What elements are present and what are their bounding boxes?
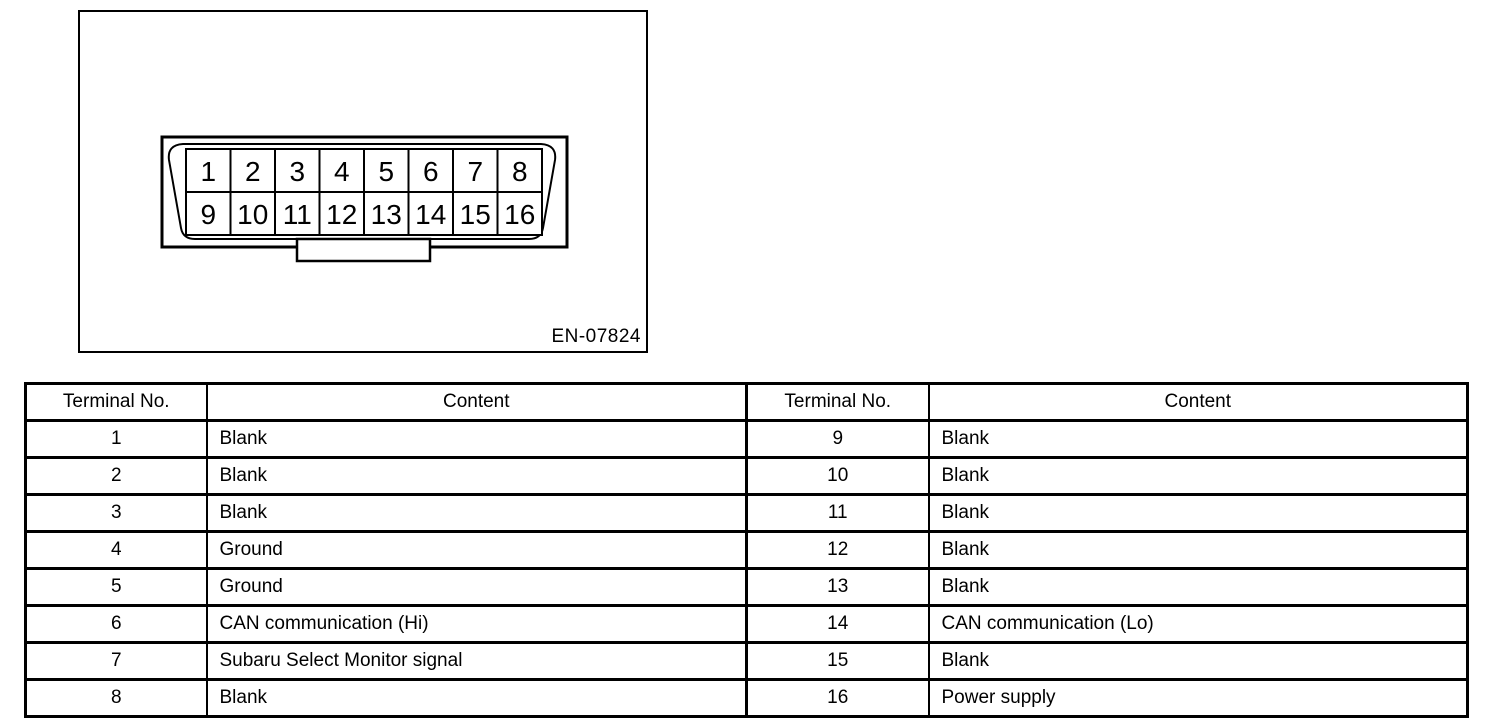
- terminal-no-cell: 2: [24, 456, 208, 496]
- figure-reference-label: EN-07824: [551, 326, 641, 347]
- content-cell: Blank: [927, 493, 1469, 533]
- header-terminal-no-right: Terminal No.: [745, 382, 930, 422]
- pin-number: 9: [200, 199, 216, 230]
- terminal-no-cell: 9: [745, 419, 930, 459]
- terminal-no-cell: 7: [24, 641, 208, 681]
- terminal-no-cell: 6: [24, 604, 208, 644]
- content-cell: Power supply: [927, 678, 1469, 718]
- header-content-right: Content: [927, 382, 1469, 422]
- connector-bottom-tab: [295, 237, 432, 263]
- content-cell: Blank: [205, 419, 748, 459]
- pin-number: 3: [289, 156, 305, 187]
- content-cell: Blank: [927, 567, 1469, 607]
- terminal-no-cell: 13: [745, 567, 930, 607]
- pin-number: 5: [378, 156, 394, 187]
- terminal-no-cell: 14: [745, 604, 930, 644]
- content-cell: Blank: [927, 641, 1469, 681]
- terminal-no-cell: 5: [24, 567, 208, 607]
- pin-cell: [363, 191, 410, 236]
- content-cell: Blank: [205, 493, 748, 533]
- pin-cell: [185, 148, 232, 193]
- pin-number: 6: [423, 156, 439, 187]
- terminal-no-cell: 1: [24, 419, 208, 459]
- header-terminal-no-left: Terminal No.: [24, 382, 208, 422]
- pin-cell: [229, 191, 276, 236]
- connector-d-shell: [167, 143, 557, 240]
- pin-number: 14: [415, 199, 446, 230]
- terminal-no-cell: 8: [24, 678, 208, 718]
- pin-cell: [452, 191, 499, 236]
- content-cell: CAN communication (Hi): [205, 604, 748, 644]
- terminal-table: Terminal No. Content Terminal No. Conten…: [24, 382, 1469, 718]
- pin-cell: [496, 191, 543, 236]
- header-content-left: Content: [205, 382, 748, 422]
- content-cell: Blank: [927, 456, 1469, 496]
- pin-number: 15: [460, 199, 491, 230]
- pin-number: 11: [283, 199, 312, 230]
- pin-number: 16: [504, 199, 535, 230]
- terminal-no-cell: 10: [745, 456, 930, 496]
- pin-number: 10: [237, 199, 268, 230]
- pin-number: 8: [512, 156, 528, 187]
- content-cell: Ground: [205, 567, 748, 607]
- terminal-no-cell: 4: [24, 530, 208, 570]
- pin-number: 1: [200, 156, 216, 187]
- content-cell: CAN communication (Lo): [927, 604, 1469, 644]
- content-cell: Blank: [927, 419, 1469, 459]
- content-cell: Subaru Select Monitor signal: [205, 641, 748, 681]
- pin-cell: [407, 191, 454, 236]
- content-cell: Ground: [205, 530, 748, 570]
- terminal-no-cell: 12: [745, 530, 930, 570]
- pin-number: 13: [371, 199, 402, 230]
- pin-number: 2: [245, 156, 261, 187]
- content-cell: Blank: [927, 530, 1469, 570]
- content-cell: Blank: [205, 456, 748, 496]
- terminal-no-cell: 16: [745, 678, 930, 718]
- terminal-no-cell: 15: [745, 641, 930, 681]
- terminal-no-cell: 3: [24, 493, 208, 533]
- table-header-row: Terminal No. Content Terminal No. Conten…: [24, 382, 1469, 422]
- terminal-no-cell: 11: [745, 493, 930, 533]
- pin-number: 7: [467, 156, 483, 187]
- content-cell: Blank: [205, 678, 748, 718]
- pin-cell: [496, 148, 543, 193]
- pin-number: 12: [326, 199, 357, 230]
- pin-number: 4: [334, 156, 350, 187]
